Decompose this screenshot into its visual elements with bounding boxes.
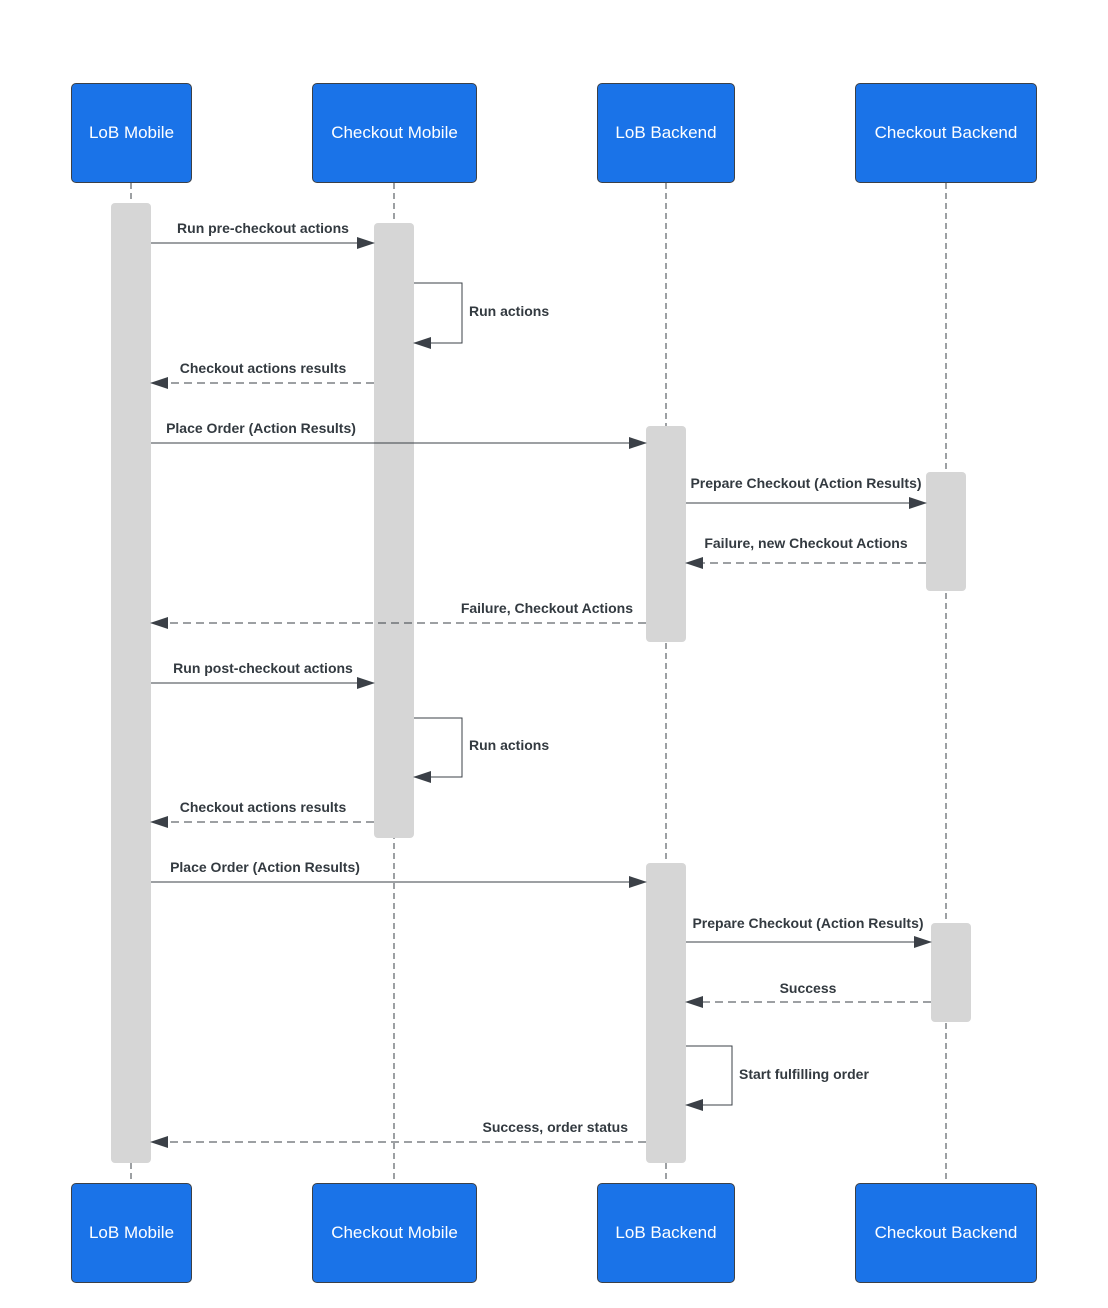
message-15-return: Success, order status: [150, 1119, 646, 1148]
participant-lob-mobile-bottom: LoB Mobile: [71, 1183, 192, 1283]
participant-lob-backend-top: LoB Backend: [597, 83, 735, 183]
message-13-return: Success: [685, 980, 931, 1008]
activation-bar-lob-backend: [646, 426, 686, 642]
participant-lob-backend-bottom: LoB Backend: [597, 1183, 735, 1283]
message-label: Run actions: [469, 737, 549, 753]
participant-checkout-backend-bottom: Checkout Backend: [855, 1183, 1037, 1283]
message-label: Checkout actions results: [180, 799, 347, 815]
self-message-arrow: [685, 1045, 733, 1111]
message-11-sync: Place Order (Action Results): [151, 859, 647, 888]
self-message-arrow: [413, 717, 463, 783]
message-1-sync: Run pre-checkout actions: [151, 220, 375, 249]
message-5-sync: Prepare Checkout (Action Results): [686, 475, 927, 509]
participant-checkout-backend-top: Checkout Backend: [855, 83, 1037, 183]
message-2-self: Run actions: [413, 282, 549, 349]
activation-bar-lob-mobile: [111, 203, 151, 1163]
message-label: Failure, Checkout Actions: [461, 600, 633, 616]
message-9-self: Run actions: [413, 717, 549, 783]
message-3-return: Checkout actions results: [150, 360, 374, 389]
message-label: Place Order (Action Results): [170, 859, 360, 875]
message-label: Run actions: [469, 303, 549, 319]
activation-bar-checkout-backend: [931, 923, 971, 1022]
message-label: Checkout actions results: [180, 360, 347, 376]
message-label: Success, order status: [482, 1119, 628, 1135]
message-label: Run pre-checkout actions: [177, 220, 349, 236]
activation-bar-checkout-backend: [926, 472, 966, 591]
message-label: Start fulfilling order: [739, 1066, 869, 1082]
participant-lob-mobile-top: LoB Mobile: [71, 83, 192, 183]
participant-checkout-mobile-top: Checkout Mobile: [312, 83, 477, 183]
message-label: Failure, new Checkout Actions: [704, 535, 908, 551]
self-message-arrow: [413, 282, 463, 349]
message-label: Prepare Checkout (Action Results): [692, 915, 923, 931]
participant-checkout-mobile-bottom: Checkout Mobile: [312, 1183, 477, 1283]
message-label: Prepare Checkout (Action Results): [690, 475, 921, 491]
message-4-sync: Place Order (Action Results): [151, 420, 647, 449]
message-label: Success: [780, 980, 837, 996]
activation-bar-lob-backend: [646, 863, 686, 1163]
activation-bar-checkout-mobile: [374, 223, 414, 838]
message-6-return: Failure, new Checkout Actions: [685, 535, 926, 569]
message-12-sync: Prepare Checkout (Action Results): [686, 915, 932, 948]
message-10-return: Checkout actions results: [150, 799, 374, 828]
message-label: Run post-checkout actions: [173, 660, 353, 676]
message-7-return: Failure, Checkout Actions: [150, 600, 646, 629]
message-8-sync: Run post-checkout actions: [151, 660, 375, 689]
message-label: Place Order (Action Results): [166, 420, 356, 436]
message-14-self: Start fulfilling order: [685, 1045, 869, 1111]
